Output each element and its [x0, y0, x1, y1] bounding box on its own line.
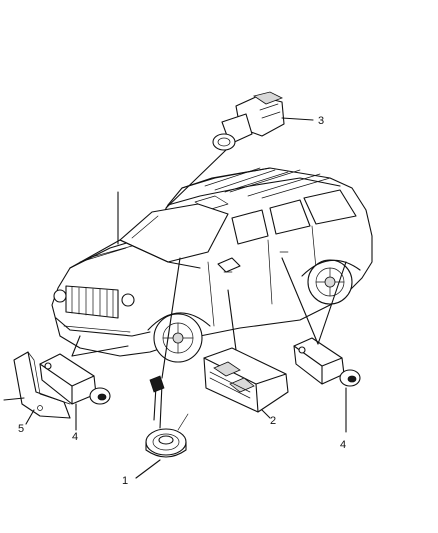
leader-lines — [25, 117, 347, 479]
callout-2: 2 — [270, 415, 276, 427]
part-4-left-sensor-illustration — [39, 353, 111, 405]
leader-line-4-left-a — [71, 335, 81, 357]
leader-line-1-vehicle — [161, 257, 181, 379]
part-4-right-sensor-illustration — [293, 337, 361, 387]
suv-vehicle-illustration — [51, 167, 373, 363]
leader-line-5 — [25, 409, 35, 425]
leader-line-2-vehicle — [227, 289, 237, 351]
callout-4-right: 4 — [340, 439, 346, 451]
leader-line-2 — [261, 409, 271, 419]
callout-3: 3 — [318, 115, 324, 127]
part-5-bracket-illustration — [3, 351, 71, 419]
leader-line-3-vehicle — [165, 149, 227, 209]
leader-line-4-left-b — [71, 345, 129, 357]
callout-4-left: 4 — [72, 431, 78, 443]
part-3-sensor-illustration — [212, 91, 285, 151]
leader-line-4-right-a — [281, 257, 319, 345]
callout-5: 5 — [18, 423, 24, 435]
leader-line-3 — [281, 117, 314, 121]
callout-1: 1 — [122, 475, 128, 487]
part-1-clockspring-illustration — [145, 375, 189, 458]
leader-line-1 — [135, 459, 161, 479]
part-2-module-illustration — [203, 347, 289, 413]
leader-line-4-right-b — [317, 261, 347, 345]
